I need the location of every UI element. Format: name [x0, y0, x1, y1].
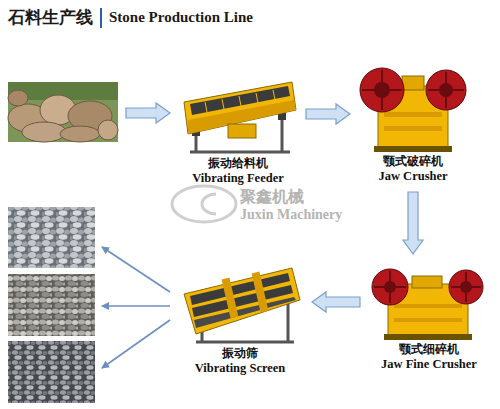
vibrating-feeder-figure: [184, 82, 296, 152]
machine-node: 振动给料机Vibrating Feeder: [178, 72, 298, 186]
machine-node: 颚式细碎机Jaw Fine Crusher: [368, 262, 490, 372]
caption-chinese: 振动筛: [222, 346, 258, 361]
watermark-text: 聚鑫机械: [240, 187, 304, 208]
caption-chinese: 颚式细碎机: [399, 342, 459, 357]
flow-arrow: [306, 104, 350, 124]
output-arrows: [102, 247, 170, 368]
subtitle: Stone Production Line: [109, 9, 253, 26]
caption-chinese: 颚式破碎机: [383, 154, 443, 169]
caption-english: Vibrating Screen: [195, 361, 286, 376]
title: 石料生产线: [8, 6, 93, 29]
caption-english: Jaw Crusher: [378, 169, 447, 184]
flow-arrow: [312, 292, 360, 312]
caption-chinese: 振动给料机: [208, 156, 268, 171]
raw-stone-photo: [8, 82, 118, 142]
jaw-fine-crusher-figure: [372, 269, 483, 340]
machine-node: 颚式破碎机Jaw Crusher: [358, 66, 468, 184]
watermark-text: Juxin Machinery: [240, 207, 342, 223]
gravel-photo: [8, 341, 95, 403]
header: 石料生产线 Stone Production Line: [8, 6, 253, 29]
caption-english: Jaw Fine Crusher: [381, 357, 477, 372]
caption-english: Vibrating Feeder: [192, 171, 284, 186]
machine-node: 振动筛Vibrating Screen: [176, 262, 304, 376]
title-separator: [100, 8, 102, 28]
watermark-logo: [172, 186, 236, 222]
vibrating-screen-figure: [184, 268, 300, 342]
gravel-photo: [8, 207, 95, 268]
flow-arrow: [403, 192, 423, 254]
gravel-photo: [8, 274, 95, 336]
flow-arrow: [126, 103, 170, 123]
jaw-crusher-figure: [360, 68, 466, 152]
